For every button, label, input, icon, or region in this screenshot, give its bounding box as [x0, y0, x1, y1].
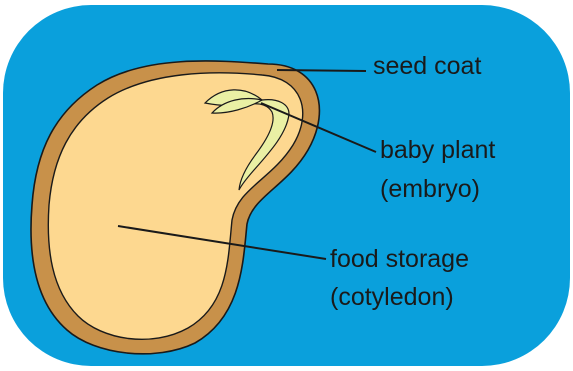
embryo-label-line2: (embryo) [380, 175, 480, 203]
embryo-label-line1: baby plant [380, 136, 495, 164]
cotyledon-label-line1: food storage [330, 245, 469, 273]
seed-coat-leader-line [277, 70, 366, 71]
seed-coat-label: seed coat [373, 52, 481, 80]
cotyledon-label-line2: (cotyledon) [330, 283, 454, 311]
